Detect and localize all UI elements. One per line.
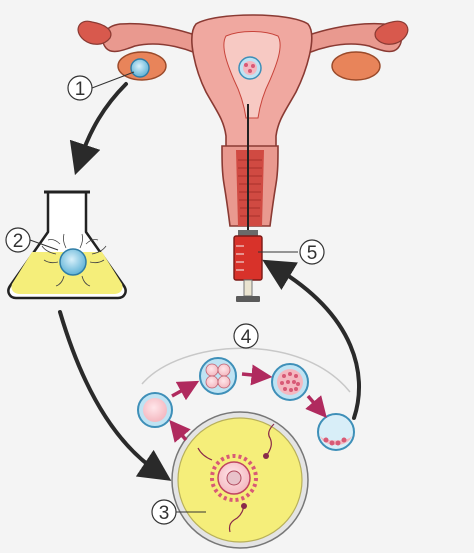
marker-3: 3 — [151, 499, 177, 525]
development-arrows — [169, 364, 327, 443]
arrow-dish-to-zygote — [169, 419, 191, 443]
fertilization-dish — [171, 411, 309, 549]
arrow-zygote-to-cleavage — [171, 380, 200, 401]
stage-zygote — [137, 392, 173, 428]
uterus — [77, 14, 409, 227]
arrow-flask-to-dish — [58, 310, 172, 481]
development-arc — [141, 347, 351, 393]
svg-text:5: 5 — [307, 243, 318, 264]
process-arrows — [58, 82, 361, 481]
egg-with-sperm — [41, 233, 107, 287]
arrow-morula-to-blastocyst — [305, 394, 327, 418]
arrow-cleavage-to-morula — [241, 364, 273, 386]
sperm-cells — [197, 423, 275, 533]
svg-text:1: 1 — [75, 79, 86, 100]
fertilized-egg — [210, 454, 258, 502]
culture-flask — [7, 190, 127, 300]
stage-four-cell — [199, 357, 237, 395]
syringe — [233, 230, 263, 302]
arrow-ovary-to-flask — [69, 82, 128, 176]
implanted-embryo — [238, 56, 262, 80]
svg-text:4: 4 — [241, 327, 252, 348]
marker-1: 1 — [67, 75, 93, 101]
marker-5: 5 — [299, 239, 325, 265]
stage-morula — [271, 363, 309, 401]
stage-blastocyst — [317, 413, 355, 451]
callout-lines — [29, 71, 298, 513]
svg-text:2: 2 — [13, 231, 24, 252]
marker-4: 4 — [233, 323, 259, 349]
arrow-embryo-to-syringe — [262, 259, 361, 420]
right-ovary — [331, 51, 381, 81]
marker-2: 2 — [5, 227, 31, 253]
svg-text:3: 3 — [159, 503, 170, 524]
